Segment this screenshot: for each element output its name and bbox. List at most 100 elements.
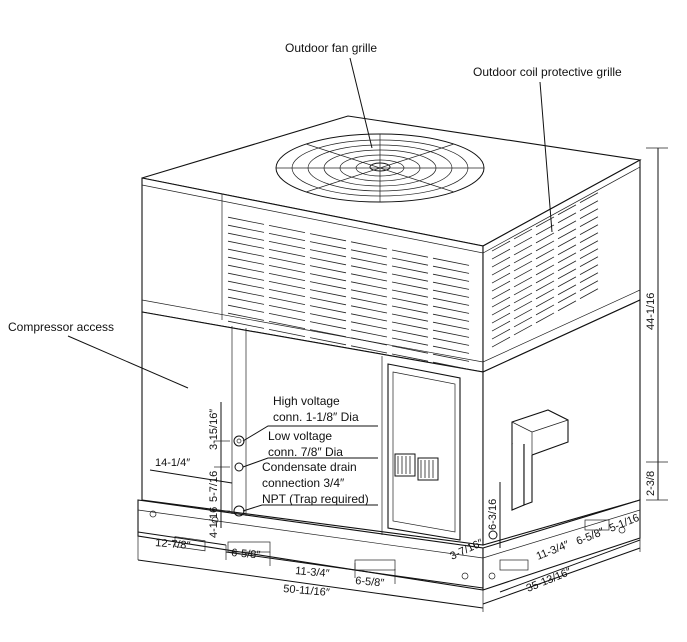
- louver-slat: [557, 268, 577, 280]
- label-high-voltage-1: High voltage: [273, 394, 340, 408]
- louver-slat: [350, 313, 388, 322]
- louver-slat: [432, 321, 470, 330]
- louver-slat: [557, 284, 577, 296]
- louver-slat: [391, 289, 429, 298]
- louver-slat: [309, 249, 347, 258]
- louver-slat: [513, 276, 533, 288]
- duct-connection: [511, 409, 569, 511]
- louver-slat: [309, 265, 347, 274]
- louver-slat: [557, 292, 577, 304]
- louver-slat: [227, 216, 265, 225]
- louver-slat: [491, 336, 511, 348]
- louver-slat: [350, 345, 388, 354]
- louver-slat: [579, 272, 599, 284]
- louver-slat: [579, 288, 599, 300]
- service-panel: [387, 363, 461, 541]
- louver-slat: [513, 236, 533, 248]
- louver-slat: [432, 313, 470, 322]
- label-condensate-3: NPT (Trap required): [262, 492, 369, 506]
- louver-slat: [350, 289, 388, 298]
- callout-leaders: [67, 57, 553, 512]
- louver-slat: [227, 296, 265, 305]
- louver-slat: [432, 281, 470, 290]
- louver-slat: [557, 300, 577, 312]
- louver-slat: [557, 236, 577, 248]
- louver-slat: [579, 216, 599, 228]
- louver-slat: [557, 204, 577, 216]
- louver-slat: [557, 252, 577, 264]
- front-coil-louvers: [227, 216, 470, 370]
- louver-slat: [268, 321, 306, 329]
- louver-slat: [535, 248, 555, 260]
- louver-slat: [268, 265, 306, 273]
- vent-grille-left: [394, 453, 416, 477]
- louver-slat: [268, 241, 306, 249]
- louver-slat: [432, 353, 470, 362]
- louver-slat: [513, 300, 533, 312]
- label-high-voltage-2: conn. 1-1/8″ Dia: [273, 410, 359, 424]
- louver-slat: [491, 264, 511, 276]
- dim-front-a: 6-5/8″: [231, 547, 261, 561]
- dim-right-base: 2-3/8: [645, 471, 657, 496]
- louver-slat: [227, 248, 265, 257]
- louver-slat: [227, 264, 265, 273]
- louver-slat: [491, 272, 511, 284]
- louver-slat: [491, 296, 511, 308]
- louver-slat: [268, 273, 306, 281]
- louver-slat: [309, 337, 347, 346]
- connection-fittings: [233, 435, 498, 540]
- louver-slat: [227, 312, 265, 321]
- louver-slat: [350, 257, 388, 266]
- louver-slat: [309, 257, 347, 266]
- diagram-labels: Outdoor fan grille Outdoor coil protecti…: [8, 41, 622, 506]
- louver-slat: [227, 280, 265, 289]
- louver-slat: [432, 297, 470, 306]
- louver-slat: [491, 312, 511, 324]
- louver-slat: [513, 292, 533, 304]
- dim-left-side: 14-1/4″: [155, 457, 190, 469]
- cabinet: [137, 115, 642, 591]
- louver-slat: [579, 264, 599, 276]
- louver-slat: [350, 305, 388, 314]
- louver-slat: [535, 304, 555, 316]
- louver-slat: [391, 337, 429, 346]
- louver-slat: [432, 329, 470, 338]
- louver-slat: [391, 281, 429, 290]
- louver-slat: [268, 225, 306, 233]
- louver-slat: [535, 280, 555, 292]
- louver-slat: [579, 240, 599, 252]
- louver-slat: [268, 257, 306, 265]
- dim-height-total: 44-1/16: [645, 293, 657, 330]
- dim-front-total: 50-11/16″: [283, 583, 330, 599]
- louver-slat: [432, 257, 470, 266]
- dim-left-vert-top: 3-15/16″: [208, 409, 220, 450]
- louver-slat: [579, 208, 599, 220]
- louver-slat: [579, 200, 599, 212]
- louver-slat: [491, 280, 511, 292]
- louver-slat: [491, 320, 511, 332]
- louver-slat: [579, 232, 599, 244]
- dim-side-vert: 6-3/16: [487, 499, 499, 530]
- louver-slat: [391, 273, 429, 282]
- louver-slat: [391, 329, 429, 338]
- louver-slat: [432, 289, 470, 298]
- louver-slat: [557, 220, 577, 232]
- louver-slat: [227, 288, 265, 297]
- louver-slat: [513, 244, 533, 256]
- louver-slat: [432, 337, 470, 346]
- dimension-lines: [137, 147, 668, 612]
- louver-slat: [391, 265, 429, 274]
- louver-slat: [491, 304, 511, 316]
- louver-slat: [309, 289, 347, 298]
- louver-slat: [535, 256, 555, 268]
- louver-slat: [309, 329, 347, 338]
- louver-slat: [227, 256, 265, 265]
- louver-slat: [350, 249, 388, 258]
- dim-left-base: 12-7/8″: [155, 537, 191, 552]
- louver-slat: [432, 265, 470, 274]
- louver-slat: [535, 264, 555, 276]
- louver-slat: [579, 256, 599, 268]
- louver-slat: [535, 240, 555, 252]
- louver-slat: [535, 312, 555, 324]
